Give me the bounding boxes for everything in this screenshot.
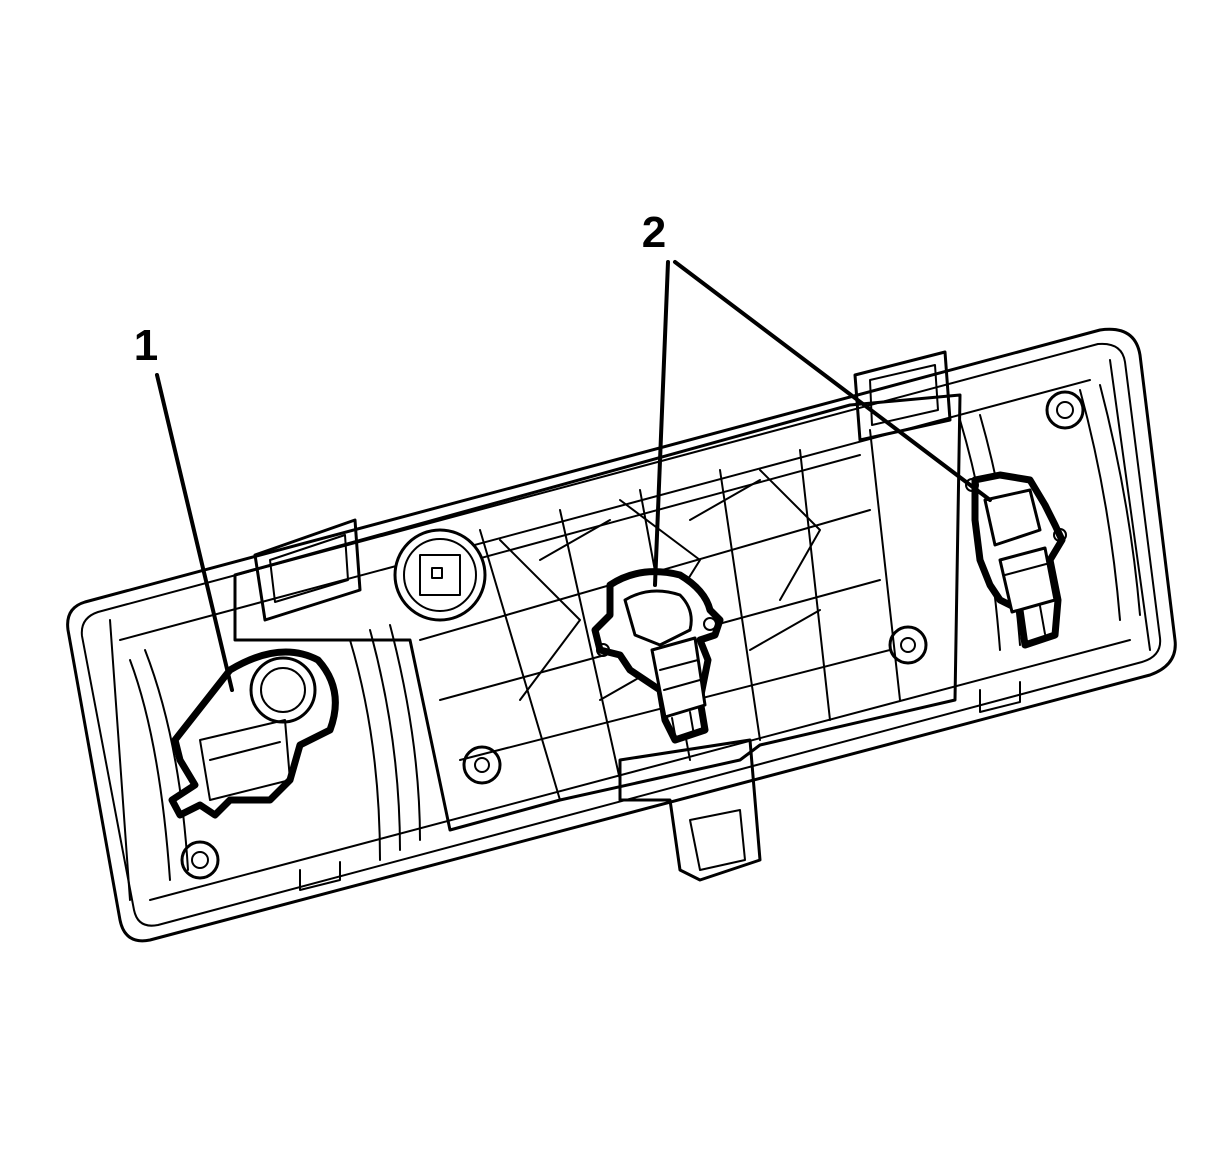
leader-line-1 — [155, 373, 234, 692]
leader-lines — [155, 260, 992, 692]
carrier-plate — [233, 350, 962, 882]
mounting-bosses — [180, 390, 1085, 880]
left-bulb-socket — [168, 648, 339, 819]
upper-socket — [393, 528, 487, 622]
right-bulb-socket — [965, 471, 1067, 649]
callout-2-label: 2 — [642, 208, 666, 257]
leader-line-2a — [653, 260, 670, 587]
lamp-housing-outline — [66, 327, 1177, 943]
leader-line-2b — [673, 260, 992, 502]
center-bulb-socket — [591, 568, 724, 744]
callout-1-label: 1 — [134, 321, 158, 370]
